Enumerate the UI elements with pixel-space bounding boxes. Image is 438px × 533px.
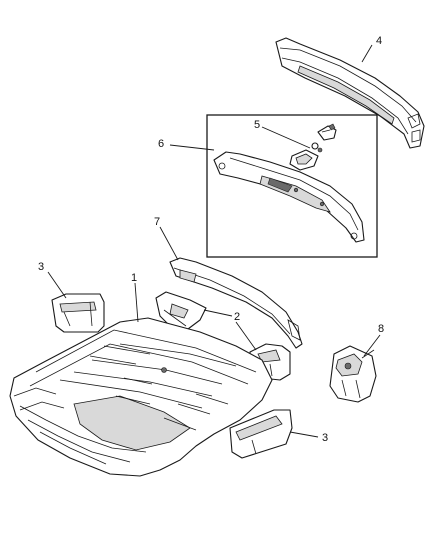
part-4-crossmember [275,37,425,149]
callout-5: 5 [254,119,260,131]
part-3-bracket-lower [229,409,293,459]
part-2-brace-upper [155,291,207,333]
callout-3-lower: 3 [322,432,328,444]
part-7-side-rail [169,257,303,349]
inset-frame [206,114,378,258]
callout-4: 4 [376,35,382,47]
part-6-reinforcement [213,151,365,243]
callout-1: 1 [131,272,137,284]
callout-6: 6 [158,138,164,150]
callout-labels: 4 5 6 7 3 1 2 8 3 [38,35,384,444]
part-1-floor-pan [9,317,273,477]
callout-3-upper: 3 [38,261,44,273]
part-3-bracket-left [51,293,105,333]
part-5-bracket-hardware [289,123,337,171]
callout-8: 8 [378,323,384,335]
part-8-mount-bracket [329,345,377,403]
callout-7: 7 [154,216,160,228]
leader-lines [47,44,381,438]
callout-2: 2 [234,311,240,323]
